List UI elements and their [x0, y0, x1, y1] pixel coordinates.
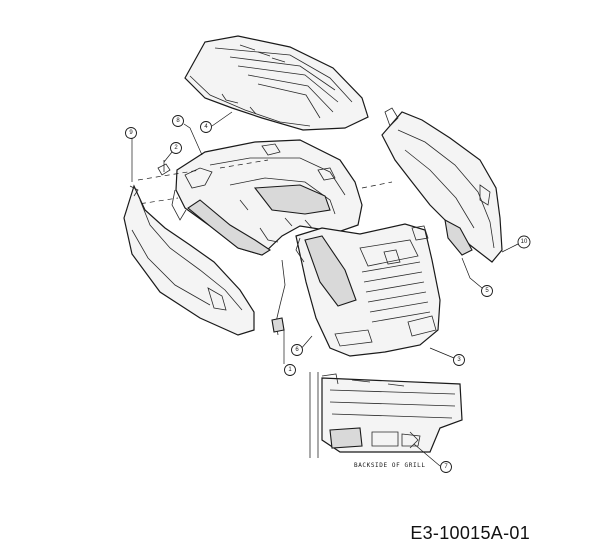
callout-6: 6: [291, 344, 303, 356]
grill-backside-inset: [309, 372, 463, 458]
dashboard-frame: [171, 139, 363, 256]
callout-7: 7: [440, 461, 452, 473]
callout-5: 5: [481, 285, 493, 297]
callout-1-label: 1: [288, 367, 292, 373]
wire-harness: [271, 259, 286, 336]
alignment-line-upper: [137, 159, 269, 181]
callout-2: 2: [170, 142, 182, 154]
callout-5-label: 5: [485, 288, 489, 294]
callout-10-label: 10: [521, 239, 528, 245]
callout-1: 1: [284, 364, 296, 376]
callout-3: 3: [453, 354, 465, 366]
hood-cover: [184, 35, 369, 131]
right-side-panel: [381, 107, 503, 263]
callout-4-label: 4: [204, 124, 208, 130]
inset-caption: BACKSIDE OF GRILL: [354, 462, 426, 469]
front-grill: [295, 223, 441, 357]
callout-10: 10: [517, 235, 531, 249]
alignment-line-lower: [131, 181, 393, 206]
callout-6-label: 6: [295, 347, 299, 353]
callout-9-label: 9: [129, 130, 133, 136]
callout-4: 4: [200, 121, 212, 133]
clip-part: [157, 160, 171, 176]
callout-8: 8: [172, 115, 184, 127]
callout-7-label: 7: [444, 464, 448, 470]
left-side-panel: [123, 184, 255, 336]
callout-9: 9: [125, 127, 137, 139]
drawing-number: E3-10015A-01: [410, 523, 530, 543]
callout-3-label: 3: [457, 357, 461, 363]
callout-8-label: 8: [176, 118, 180, 124]
callout-2-label: 2: [174, 145, 178, 151]
